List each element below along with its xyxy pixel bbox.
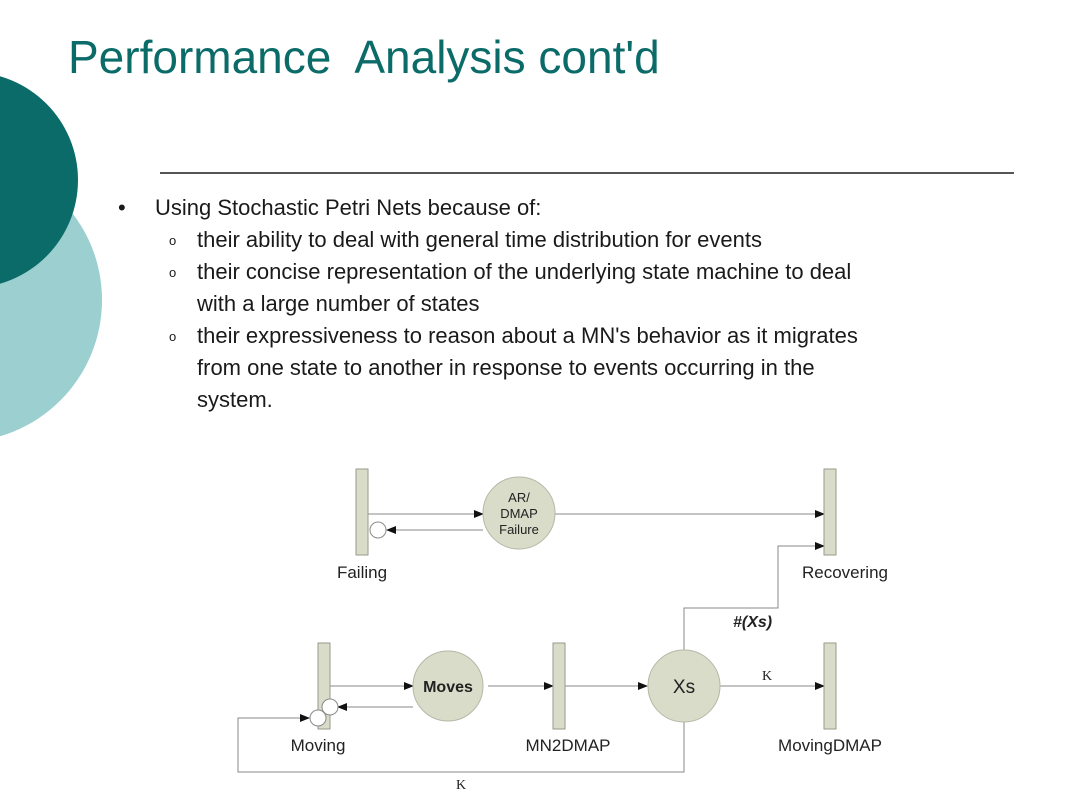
transition-label: MovingDMAP — [778, 736, 882, 755]
arc-label: K — [456, 778, 466, 793]
sub-bullet-line: their concise representation of the unde… — [197, 259, 852, 284]
sub-bullet-marker: o — [169, 329, 177, 344]
transition-movingdmap — [823, 642, 837, 730]
transition-mn2dmap — [552, 642, 566, 730]
sub-bullet-item: o their concise representation of the un… — [118, 256, 1058, 320]
place-label: AR/ — [508, 490, 530, 505]
bullet-marker: • — [118, 195, 126, 220]
sub-bullet-item: o their ability to deal with general tim… — [118, 224, 1058, 256]
transition-label: Failing — [337, 563, 387, 582]
sub-bullet-list: o their ability to deal with general tim… — [118, 224, 1058, 416]
place-ar-dmap-failure — [482, 476, 556, 550]
place-xs — [647, 649, 721, 723]
bullet-list: • Using Stochastic Petri Nets because of… — [118, 192, 1058, 416]
place-label: Xs — [673, 677, 695, 698]
sub-bullet-marker: o — [169, 265, 177, 280]
bullet-item: • Using Stochastic Petri Nets because of… — [118, 192, 1058, 224]
inhibitor-circle — [369, 521, 387, 539]
transition-label: MN2DMAP — [525, 736, 610, 755]
transition-failing — [355, 468, 369, 556]
sub-bullet-line: system. — [197, 387, 273, 412]
arc-label: K — [762, 669, 772, 684]
arc-xs-to-moving — [237, 714, 685, 773]
title-divider — [160, 172, 1014, 174]
arc-xs-to-recovering — [683, 542, 825, 650]
inhibitor-circle — [309, 709, 327, 727]
transition-recovering — [823, 468, 837, 556]
slide-title: Performance Analysis cont'd — [68, 31, 660, 83]
inhibitor-circle — [321, 698, 339, 716]
sub-bullet-line: their ability to deal with general time … — [197, 227, 762, 252]
transition-label: Moving — [291, 736, 346, 755]
sub-bullet-line: with a large number of states — [197, 291, 480, 316]
place-moves — [412, 650, 484, 722]
sub-bullet-line: their expressiveness to reason about a M… — [197, 323, 858, 348]
sub-bullet-line: from one state to another in response to… — [197, 355, 815, 380]
sub-bullet-marker: o — [169, 233, 177, 248]
sub-bullet-item: o their expressiveness to reason about a… — [118, 320, 1058, 416]
place-label: Moves — [423, 679, 473, 696]
place-label: DMAP — [500, 506, 538, 521]
arc-label: #(Xs) — [733, 614, 772, 631]
place-label: Failure — [499, 522, 539, 537]
bullet-text: Using Stochastic Petri Nets because of: — [155, 195, 542, 220]
transition-label: Recovering — [802, 563, 888, 582]
dark-teal-circle — [0, 76, 78, 284]
